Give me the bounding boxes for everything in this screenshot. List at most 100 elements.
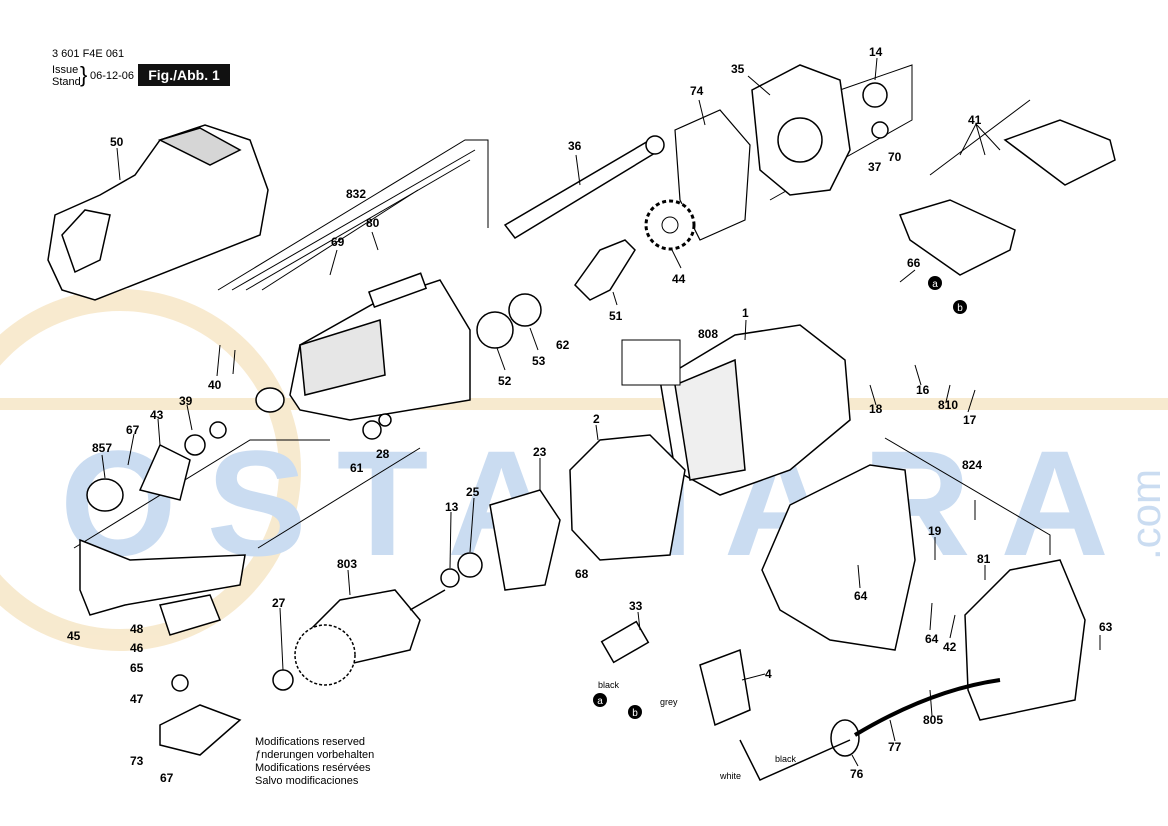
part-label-857: 857 [92, 441, 112, 455]
part-label-62: 62 [556, 338, 570, 352]
bearing-cover-35 [751, 64, 851, 196]
part-label-76: 76 [850, 767, 864, 781]
cord-label-black: black [775, 754, 797, 764]
watermark-suffix: .com [1122, 469, 1168, 560]
svg-text:a: a [932, 279, 938, 290]
crank-51 [574, 239, 636, 301]
part-label-43: 43 [150, 408, 164, 422]
part-label-810: 810 [938, 398, 958, 412]
gear-housing-832 [289, 272, 471, 421]
part-label-27: 27 [272, 596, 286, 610]
connector-b: b [953, 300, 967, 314]
part-label-824: 824 [962, 458, 982, 472]
watermark-band [0, 398, 1168, 410]
part-label-14: 14 [869, 45, 883, 59]
part-label-52: 52 [498, 374, 512, 388]
note-line: Salvo modificaciones [255, 775, 359, 787]
part-label-18: 18 [869, 402, 883, 416]
part-label-1: 1 [742, 306, 749, 320]
part-label-39: 39 [179, 394, 193, 408]
part-label-64b: 64 [925, 632, 939, 646]
part-label-61: 61 [350, 461, 364, 475]
part-label-53: 53 [532, 354, 546, 368]
note-line: Modifications resérvées [255, 762, 371, 774]
part-label-23: 23 [533, 445, 547, 459]
note-line: ƒnderungen vorbehalten [255, 749, 375, 761]
field-2 [569, 434, 686, 561]
part-label-63: 63 [1099, 620, 1113, 634]
plunger-36 [503, 135, 665, 239]
part-label-36: 36 [568, 139, 582, 153]
frame-824 [884, 437, 1051, 555]
part-label-81: 81 [977, 552, 991, 566]
part-label-70: 70 [888, 150, 902, 164]
part-label-41: 41 [968, 113, 982, 127]
wire-label-grey: grey [660, 697, 678, 707]
connector-b-lower: b [628, 705, 642, 719]
part-label-51: 51 [609, 309, 623, 323]
part-label-67b: 67 [160, 771, 174, 785]
cord-label-white: white [719, 771, 741, 781]
watermark-ring [0, 289, 301, 651]
part-label-803: 803 [337, 557, 357, 571]
part-label-47: 47 [130, 692, 144, 706]
doc-number: 3 601 F4E 061 [52, 48, 125, 60]
part-label-37: 37 [868, 160, 882, 174]
stand-label: Stand [52, 76, 81, 88]
brace-glyph: } [80, 62, 88, 87]
part-label-46: 46 [130, 641, 144, 655]
part-label-35: 35 [731, 62, 745, 76]
part-label-44: 44 [672, 272, 686, 286]
part-label-33: 33 [629, 599, 643, 613]
svg-text:b: b [957, 303, 963, 314]
bearing-52 [476, 311, 514, 349]
part-label-45: 45 [67, 629, 81, 643]
connector-a-lower: a [593, 693, 607, 707]
part-label-17: 17 [963, 413, 977, 427]
part-label-67a: 67 [126, 423, 140, 437]
note-line: Modifications reserved [255, 736, 366, 748]
flange-53 [508, 293, 542, 327]
wire-label-black: black [598, 680, 620, 690]
leader-lines [101, 57, 1101, 767]
issue-date: 06-12-06 [90, 70, 135, 82]
modification-notes: Modifications reserved ƒnderungen vorbeh… [255, 736, 374, 788]
part-label-16: 16 [916, 383, 930, 397]
part-label-48: 48 [130, 622, 144, 636]
label-808-box [621, 339, 681, 386]
small-parts [79, 82, 1116, 756]
part-label-28: 28 [376, 447, 390, 461]
armature-803 [294, 589, 446, 686]
part-label-25: 25 [466, 485, 480, 499]
issue-label: Issue [52, 64, 79, 76]
part-label-68: 68 [575, 567, 589, 581]
part-label-65: 65 [130, 661, 144, 675]
frame-803 [257, 447, 421, 549]
part-label-805: 805 [923, 713, 943, 727]
part-label-66: 66 [907, 256, 921, 270]
grip-cover-50 [47, 124, 269, 301]
part-labels: 50 832 69 80 36 74 35 14 37 70 41 40 39 … [67, 45, 1113, 785]
frame-832-c [245, 159, 471, 291]
figure-badge: Fig./Abb. 1 [138, 64, 230, 86]
baffle-23 [489, 489, 561, 591]
frame-832-d [261, 189, 419, 291]
part-label-50: 50 [110, 135, 124, 149]
part-label-4: 4 [765, 667, 772, 681]
part-label-74: 74 [690, 84, 704, 98]
frame-832 [217, 139, 489, 291]
part-label-69: 69 [331, 235, 345, 249]
part-label-808: 808 [698, 327, 718, 341]
connector-a: a [928, 276, 942, 290]
switch-4 [600, 620, 1001, 781]
part-label-2: 2 [593, 412, 600, 426]
motor-housing-1 [659, 324, 851, 496]
guide-lines [73, 64, 1051, 555]
svg-text:b: b [632, 708, 638, 719]
part-label-80: 80 [366, 216, 380, 230]
frame-857 [73, 439, 330, 549]
part-label-64a: 64 [854, 589, 868, 603]
part-label-40: 40 [208, 378, 222, 392]
